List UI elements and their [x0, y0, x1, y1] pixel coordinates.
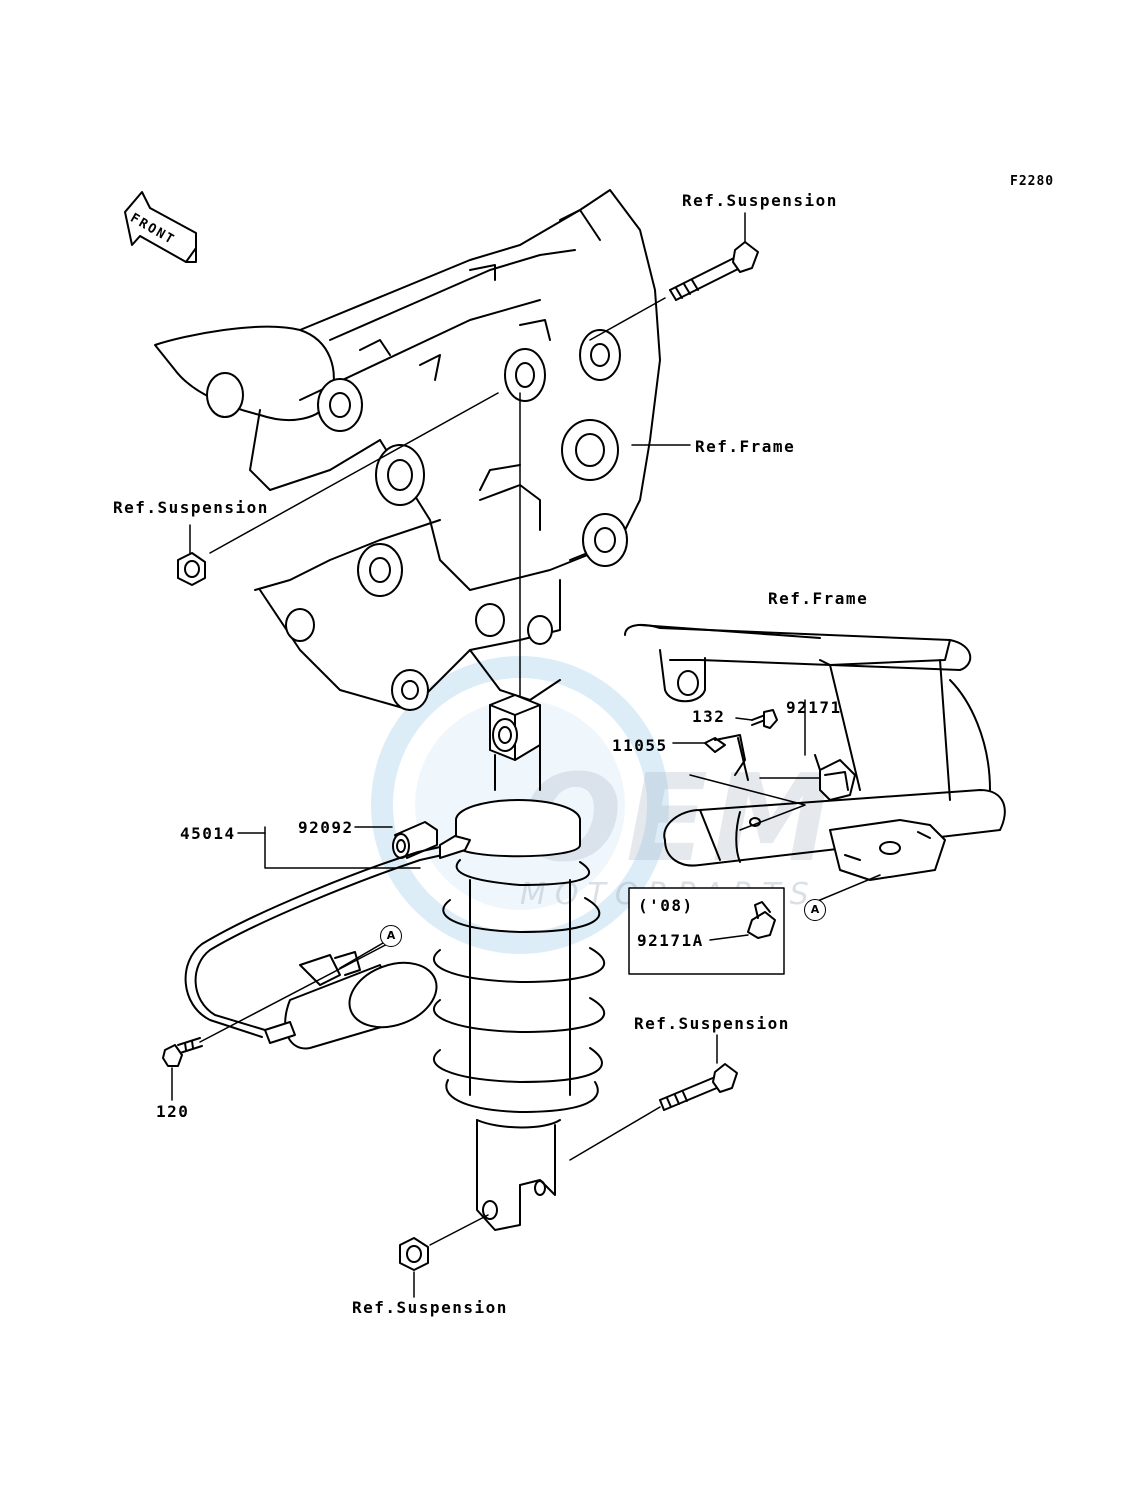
figure-code: F2280 [1010, 174, 1055, 189]
main-frame-drawing [154, 189, 661, 711]
part-number-92092[interactable]: 92092 [298, 818, 354, 837]
bracket-11055 [704, 734, 749, 781]
small-bolt-132 [751, 709, 778, 729]
top-through-bolt [669, 212, 759, 301]
label-ref-suspension-left[interactable]: Ref.Suspension [113, 498, 269, 517]
label-ref-suspension-bottom[interactable]: Ref.Suspension [352, 1298, 508, 1317]
part-number-92171[interactable]: 92171 [786, 698, 842, 717]
reservoir-canister [264, 951, 438, 1050]
callout-a-right: A [804, 899, 826, 921]
part-number-92171a[interactable]: 92171A [637, 931, 704, 950]
bracket-45014 [264, 826, 421, 869]
clamp-92171 [814, 754, 856, 801]
bolt-120 [162, 1037, 203, 1067]
label-ref-frame-right[interactable]: Ref.Frame [768, 589, 869, 608]
variant-year: ('08) [638, 896, 694, 915]
front-arrow-icon [124, 191, 197, 263]
label-ref-frame-upper[interactable]: Ref.Frame [695, 437, 796, 456]
part-number-11055[interactable]: 11055 [612, 736, 668, 755]
shock-absorber-drawing [433, 694, 606, 1231]
lower-through-bolt [659, 1063, 738, 1111]
label-ref-suspension-top[interactable]: Ref.Suspension [682, 191, 838, 210]
label-ref-suspension-lower-right[interactable]: Ref.Suspension [634, 1014, 790, 1033]
part-number-45014[interactable]: 45014 [180, 824, 236, 843]
callout-a-left: A [380, 925, 402, 947]
collar-92092 [392, 821, 438, 859]
bottom-flange-nut [399, 1237, 429, 1271]
part-number-132[interactable]: 132 [692, 707, 726, 726]
clamp-92171a [747, 901, 776, 939]
leader-left-nut [209, 392, 499, 554]
swingarm-drawing [624, 623, 1006, 881]
left-flange-nut [177, 552, 206, 586]
part-number-120[interactable]: 120 [156, 1102, 190, 1121]
